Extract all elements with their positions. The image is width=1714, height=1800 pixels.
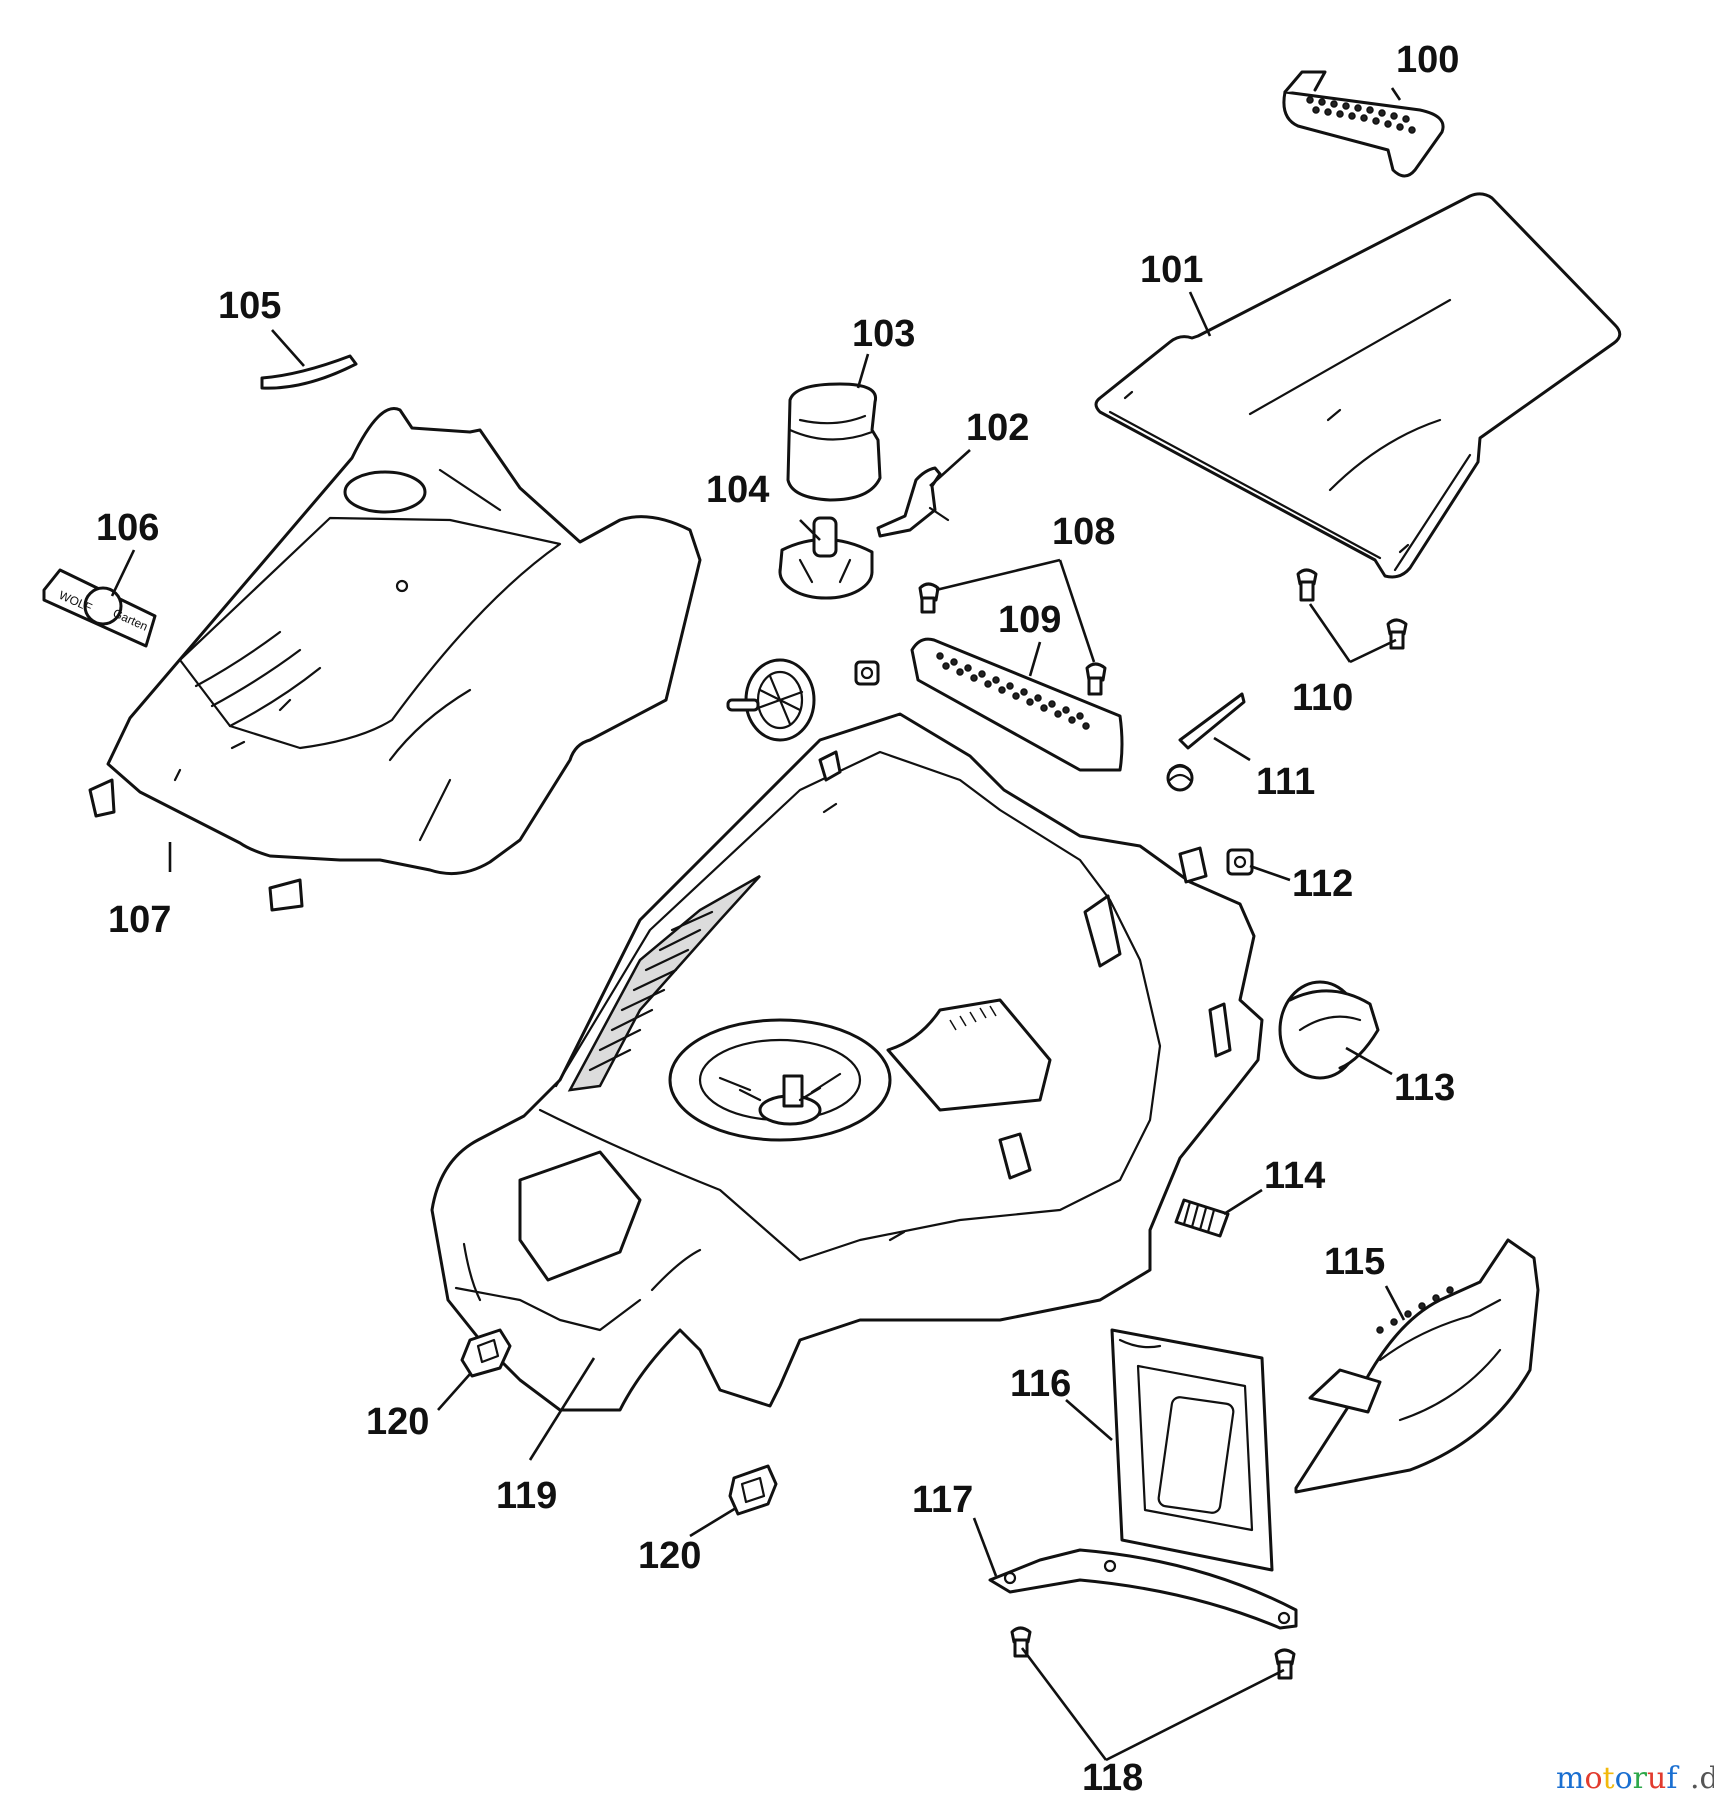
label-115: 115 [1324,1241,1385,1283]
label-114: 114 [1264,1155,1325,1197]
label-106: 106 [96,507,159,549]
label-112: 112 [1292,863,1353,905]
part-114-spacer-sleeve [1174,1198,1230,1238]
label-108: 108 [1052,511,1115,553]
part-104-cable-holder [778,516,874,600]
part-120-clips-lower [728,1464,778,1516]
label-103: 103 [852,313,915,355]
part-115-side-discharge-cover [1294,1238,1540,1494]
label-111: 111 [1256,761,1315,803]
label-119: 119 [496,1475,557,1517]
watermark-letter: r [1633,1761,1648,1796]
part-112-nut [1226,848,1254,876]
part-119-mower-deck [430,712,1264,1412]
label-113: 113 [1394,1067,1455,1109]
part-120-clips-upper [460,1328,512,1378]
part-113-height-knob [1278,980,1380,1080]
watermark-letter: o [1584,1761,1602,1796]
part-106-logo-badge: WOLF Garten [42,568,157,648]
label-117: 117 [912,1479,973,1521]
label-104: 104 [706,469,769,511]
svg-text:motoruf: motoruf [1556,1761,1679,1796]
label-109: 109 [998,599,1061,641]
nut-left [854,660,880,686]
part-100-handle-grip [1282,70,1445,178]
label-118: 118 [1082,1757,1143,1799]
part-117-bracket-rail [988,1548,1298,1630]
watermark-letter: f [1666,1761,1679,1796]
label-100: 100 [1396,39,1459,81]
part-108-screws [918,582,1107,696]
label-101: 101 [1140,249,1203,291]
part-110-lid-screws [1296,568,1408,650]
label-116: 116 [1010,1363,1071,1405]
label-120-lower: 120 [638,1535,701,1577]
part-116-base-plate [1110,1328,1274,1572]
label-107: 107 [108,899,171,941]
part-102-lever [876,466,950,538]
label-105: 105 [218,285,281,327]
label-102: 102 [966,407,1029,449]
part-103-switch-housing [786,382,882,502]
part-107-top-cover [88,407,702,912]
watermark-letter: m [1556,1761,1584,1796]
rear-wheel-hub [726,658,816,742]
label-110: 110 [1292,677,1353,719]
watermark-letter: o [1615,1761,1633,1796]
watermark-letter: u [1647,1761,1666,1796]
watermark-letter: t [1603,1761,1615,1796]
watermark-suffix: .de [1690,1761,1714,1796]
part-109-vent-grille [910,637,1124,772]
leader-lines [110,87,1406,1762]
part-labels: 100 101 102 103 104 105 106 107 108 109 … [96,39,1459,1799]
part-105-cable-clip [260,354,358,390]
watermark: motoruf .de [1556,1761,1714,1796]
label-120-upper: 120 [366,1401,429,1443]
part-101-grass-bag-lid [1094,192,1622,579]
part-111-torsion-spring [1166,692,1246,792]
part-118-rail-screws [1010,1626,1296,1680]
